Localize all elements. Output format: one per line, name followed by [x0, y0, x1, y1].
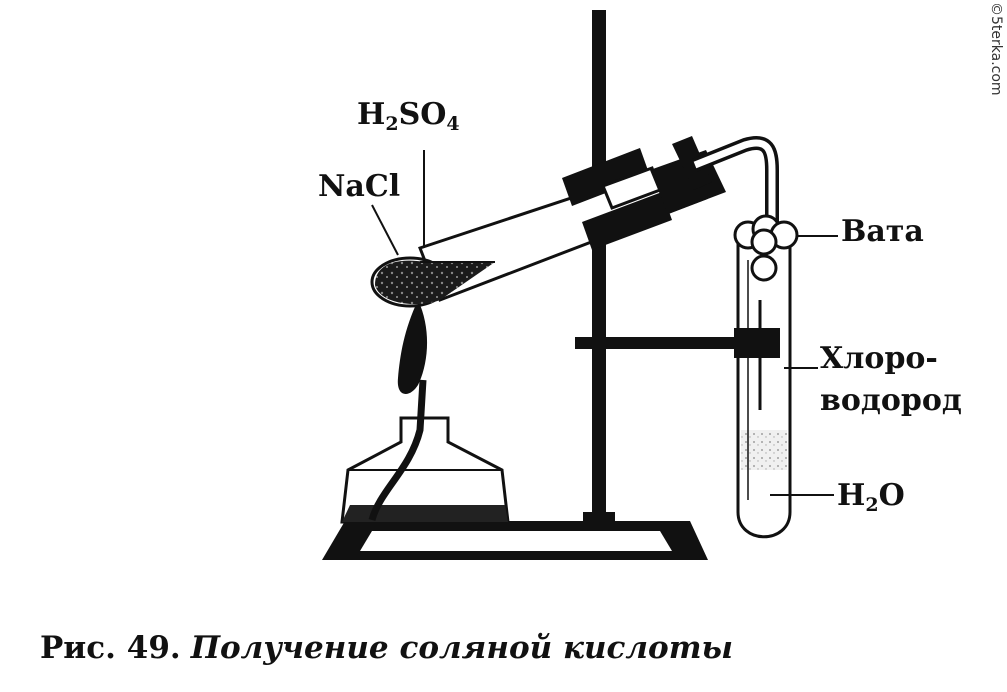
rod-foot	[583, 512, 615, 524]
stand-base	[322, 521, 708, 560]
h2o-o: O	[878, 478, 905, 513]
spirit-lamp	[340, 379, 510, 524]
stand-rod	[592, 10, 606, 522]
h2o-h: H	[837, 478, 866, 513]
label-hydrogen-chloride: Хлоро-водород	[820, 338, 962, 422]
caption-figure-number: Рис. 49.	[40, 630, 181, 666]
h2so4-sub-4: 4	[446, 113, 460, 135]
h2so4-so: SO	[398, 97, 447, 132]
stopper-tip	[672, 136, 712, 190]
label-h2o: H2O	[837, 478, 905, 515]
collection-test-tube	[736, 243, 792, 539]
h2so4-sub-2: 2	[385, 113, 399, 135]
clamp-holder	[734, 328, 780, 358]
hcl-line-2: водород	[820, 383, 962, 418]
watermark-text: ©5terka.com	[988, 2, 1004, 96]
h2o-sub-2: 2	[865, 494, 879, 516]
hcl-line-1: Хлоро-	[820, 341, 938, 376]
leader-nacl	[371, 204, 399, 256]
lamp-flame	[397, 300, 428, 395]
label-vata: Вата	[841, 214, 924, 249]
h2so4-h: H	[357, 97, 386, 132]
caption-title: Получение соляной кислоты	[190, 630, 734, 666]
label-h2so4: H2SO4	[357, 97, 460, 134]
cotton-wool	[733, 214, 799, 282]
figure-caption: Рис. 49.Получение соляной кислоты	[40, 630, 733, 666]
watermark: ©5terka.com	[984, 0, 1006, 160]
clamp-arm	[575, 337, 745, 349]
label-nacl: NaCl	[318, 169, 401, 204]
